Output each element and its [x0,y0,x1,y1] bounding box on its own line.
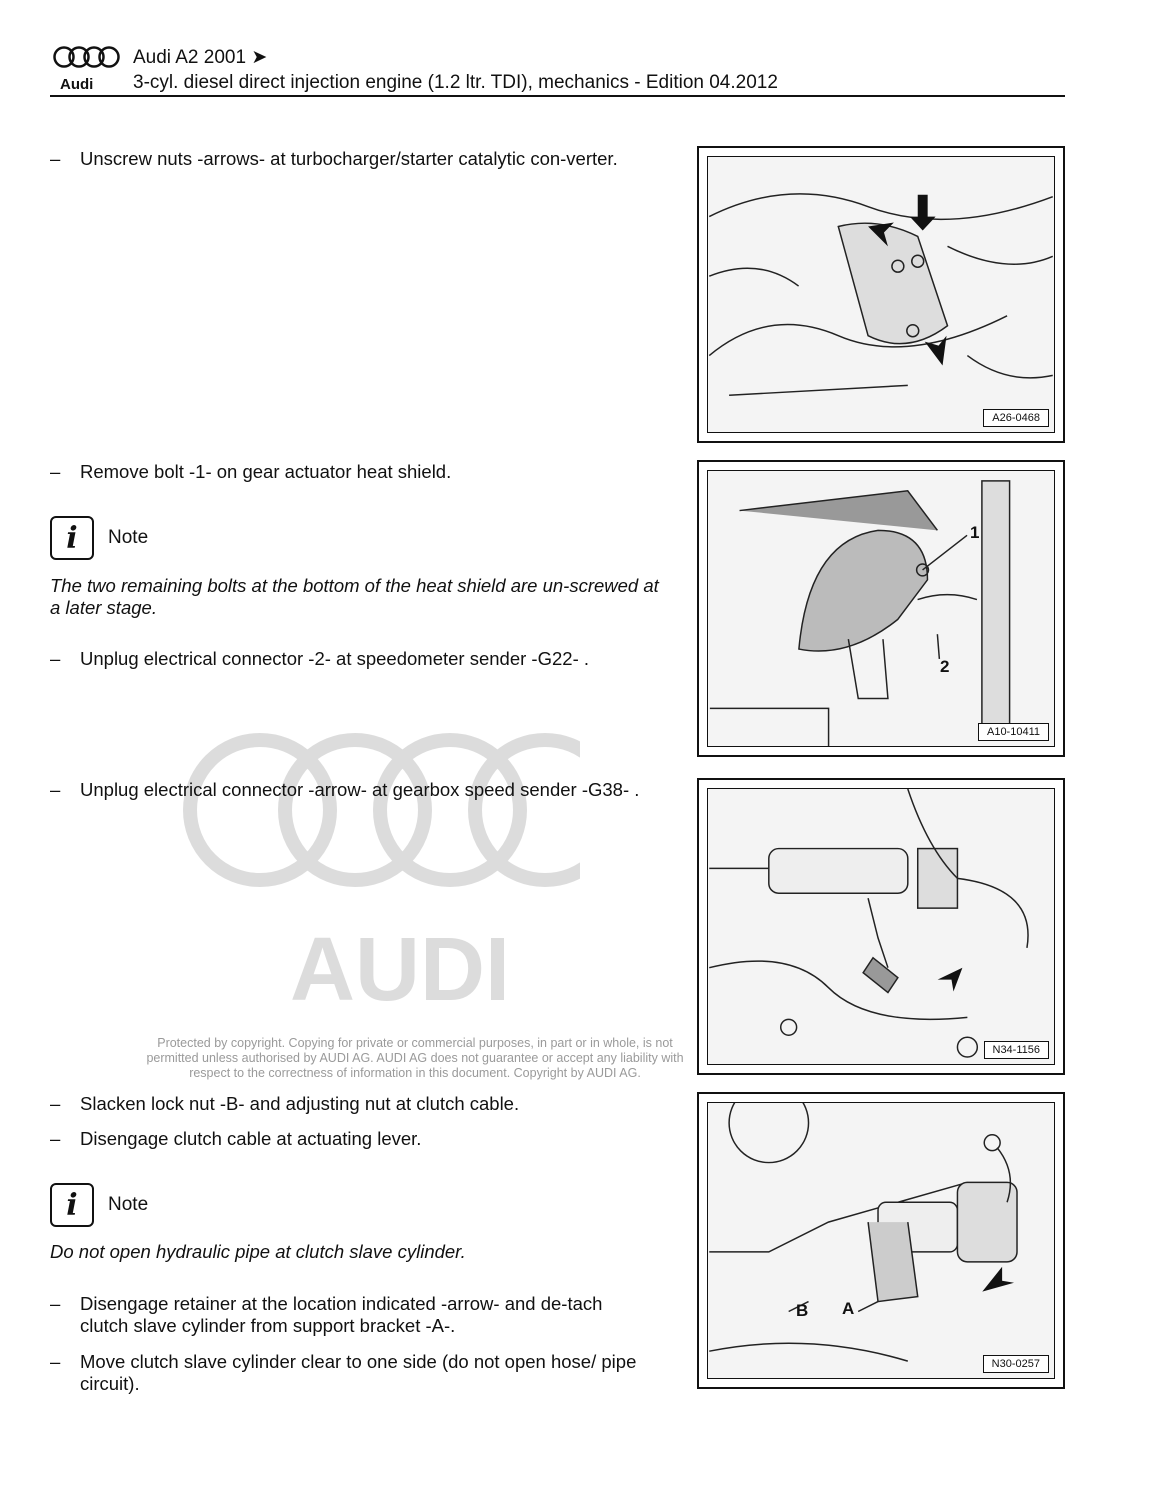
figure-heat-shield: 1 2 A10-10411 [697,460,1065,757]
heat-shield-illustration [709,480,1011,746]
arrow-icons [868,194,947,366]
step-text: Unplug electrical connector -arrow- at g… [80,779,640,800]
step-1: –Unscrew nuts -arrows- at turbocharger/s… [50,148,650,170]
turbocharger-illustration [708,193,1054,397]
step-text: Disengage retainer at the location indic… [80,1293,603,1336]
figure-label: A10-10411 [977,723,1049,741]
arrow-icon [937,967,963,992]
note-label: Note [108,527,149,548]
info-icon: i [50,1183,94,1227]
dash: – [50,779,61,800]
note-2-text: Do not open hydraulic pipe at clutch sla… [50,1241,466,1262]
step-2: –Remove bolt -1- on gear actuator heat s… [50,461,650,483]
callout-1: 1 [970,523,980,542]
dash: – [50,1293,61,1314]
copyright-watermark: Protected by copyright. Copying for priv… [146,1036,684,1080]
manual-subtitle: 3-cyl. diesel direct injection engine (1… [133,72,778,93]
callout-a: A [842,1299,855,1318]
step-text: Disengage clutch cable at actuating leve… [80,1128,422,1149]
audi-wordmark: Audi [60,76,94,93]
figure-clutch-slave-cylinder: B A N30-0257 [697,1092,1065,1389]
figure-label: A26-0468 [983,409,1049,427]
note-2: i Note [50,1183,148,1227]
header-divider [50,95,1065,97]
dash: – [50,1351,61,1372]
step-text: Slacken lock nut -B- and adjusting nut a… [80,1093,520,1114]
figure-turbocharger-nuts: A26-0468 [697,146,1065,443]
dash: – [50,1093,61,1114]
audi-rings-logo [53,46,120,68]
manual-title[interactable]: Audi A2 2001 ➤ [133,47,268,68]
step-text: Move clutch slave cylinder clear to one … [80,1351,637,1394]
speed-sender-illustration [709,789,1029,1058]
step-6: –Disengage clutch cable at actuating lev… [50,1128,650,1150]
note-1: i Note [50,516,148,560]
step-5: –Slacken lock nut -B- and adjusting nut … [50,1093,650,1115]
info-icon: i [50,516,94,560]
watermark-logo: AUDI [183,733,580,1015]
note-1-text: The two remaining bolts at the bottom of… [50,575,659,618]
step-3: –Unplug electrical connector -2- at spee… [50,648,650,670]
callout-2: 2 [940,657,950,676]
callout-b: B [796,1301,809,1320]
step-4: –Unplug electrical connector -arrow- at … [50,779,650,801]
watermark-logo-text: AUDI [290,920,510,1015]
dash: – [50,648,61,669]
clutch-cylinder-illustration [709,1103,1018,1362]
dash: – [50,461,61,482]
dash: – [50,148,61,169]
arrow-icon [982,1266,1015,1292]
figure-label: N30-0257 [982,1355,1049,1373]
figure-gearbox-speed-sender: N34-1156 [697,778,1065,1075]
figure-label: N34-1156 [983,1041,1049,1059]
step-7: –Disengage retainer at the location indi… [50,1293,650,1337]
note-label: Note [108,1194,149,1215]
step-8: –Move clutch slave cylinder clear to one… [50,1351,650,1395]
dash: – [50,1128,61,1149]
step-text: Unscrew nuts -arrows- at turbocharger/st… [80,148,618,169]
step-text: Remove bolt -1- on gear actuator heat sh… [80,461,452,482]
step-text: Unplug electrical connector -2- at speed… [80,648,590,669]
